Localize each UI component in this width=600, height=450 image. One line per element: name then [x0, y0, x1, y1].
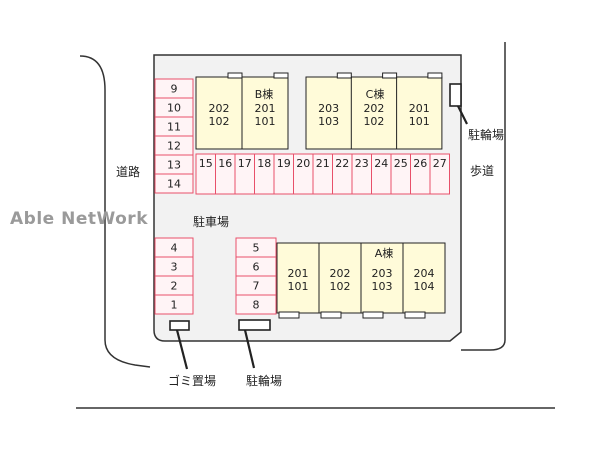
parking-space — [429, 153, 450, 195]
entrance-step — [227, 72, 243, 79]
entrance-step — [336, 72, 352, 79]
unit-number-lower: 101 — [288, 280, 309, 293]
unit-number-lower: 103 — [372, 280, 393, 293]
unit-number-upper: 202 — [363, 102, 384, 115]
bike-parking-bottom-leader — [243, 329, 256, 369]
road-edge-left — [79, 55, 151, 368]
parking-space-number: 2 — [171, 280, 178, 293]
parking-space-number: 21 — [316, 157, 330, 170]
unit-number-lower: 102 — [330, 280, 351, 293]
parking-row-15-27: 15 16 17 18 19 20 21 22 23 24 25 26 27 — [195, 153, 450, 195]
garbage-leader — [175, 329, 189, 370]
parking-space-number: 18 — [257, 157, 271, 170]
parking-column-9-14: 9 10 11 12 13 14 — [154, 78, 194, 194]
parking-space-number: 3 — [171, 261, 178, 274]
entrance-step — [273, 72, 289, 79]
parking-space-number: 13 — [167, 159, 181, 172]
parking-space-number: 19 — [277, 157, 291, 170]
parking-space-number: 24 — [374, 157, 388, 170]
parking-space-number: 26 — [413, 157, 427, 170]
garbage-marker — [169, 320, 190, 331]
parking-space-number: 15 — [199, 157, 213, 170]
watermark: Able NetWork — [10, 209, 148, 229]
parking-column-1-4: 4 3 2 1 — [154, 237, 194, 315]
building-name: C棟 — [366, 87, 385, 101]
garbage-label: ゴミ置場 — [168, 373, 216, 388]
parking-space-number: 4 — [171, 242, 178, 255]
sidewalk-label: 歩道 — [470, 163, 494, 178]
building-name: B棟 — [255, 87, 274, 101]
bike-parking-bottom-label: 駐輪場 — [246, 373, 282, 388]
bike-parking-right-leader — [457, 105, 468, 125]
parking-space-number: 25 — [394, 157, 408, 170]
parking-space — [154, 173, 194, 194]
unit-number-upper: 203 — [318, 102, 339, 115]
parking-space-number: 7 — [253, 280, 260, 293]
parking-space-number: 12 — [167, 140, 181, 153]
entrance-step — [382, 72, 398, 79]
parking-label: 駐車場 — [193, 214, 229, 229]
bike-parking-bottom-marker — [238, 319, 271, 331]
parking-space-number: 17 — [238, 157, 252, 170]
unit-number-lower: 102 — [363, 115, 384, 128]
entrance-step — [427, 72, 443, 79]
unit-number-lower: 101 — [409, 115, 430, 128]
building-outline — [305, 76, 443, 150]
unit-number-upper: 204 — [414, 267, 435, 280]
unit-number-lower: 101 — [255, 115, 276, 128]
parking-space — [235, 294, 277, 315]
parking-space-number: 22 — [335, 157, 349, 170]
building-name: A棟 — [375, 246, 394, 260]
unit-number-upper: 202 — [330, 267, 351, 280]
parking-space-number: 23 — [355, 157, 369, 170]
parking-space-number: 27 — [433, 157, 447, 170]
parking-space-number: 14 — [167, 178, 181, 191]
unit-number-upper: 201 — [288, 267, 309, 280]
entrance-step — [404, 311, 426, 319]
parking-space-number: 8 — [253, 299, 260, 312]
unit-number-lower: 104 — [414, 280, 435, 293]
unit-number-upper: 201 — [409, 102, 430, 115]
entrance-step — [362, 311, 384, 319]
parking-space-number: 5 — [253, 242, 260, 255]
unit-number-upper: 203 — [372, 267, 393, 280]
bike-parking-right-marker — [449, 83, 462, 107]
parking-space-number: 10 — [167, 102, 181, 115]
parking-space-number: 9 — [171, 83, 178, 96]
parking-column-5-8: 5 6 7 8 — [235, 237, 277, 315]
parking-space-number: 11 — [167, 121, 181, 134]
unit-number-upper: 202 — [209, 102, 230, 115]
parking-space-number: 6 — [253, 261, 260, 274]
entrance-step — [278, 311, 300, 319]
parking-space-number: 16 — [218, 157, 232, 170]
parking-space — [154, 294, 194, 315]
bike-parking-right-label: 駐輪場 — [468, 127, 504, 142]
parking-space-number: 1 — [171, 299, 178, 312]
entrance-step — [320, 311, 342, 319]
unit-number-lower: 102 — [209, 115, 230, 128]
unit-number-upper: 201 — [255, 102, 276, 115]
unit-number-lower: 103 — [318, 115, 339, 128]
sidewalk-edge — [461, 42, 506, 351]
parking-space-number: 20 — [296, 157, 310, 170]
road-label: 道路 — [116, 164, 140, 179]
